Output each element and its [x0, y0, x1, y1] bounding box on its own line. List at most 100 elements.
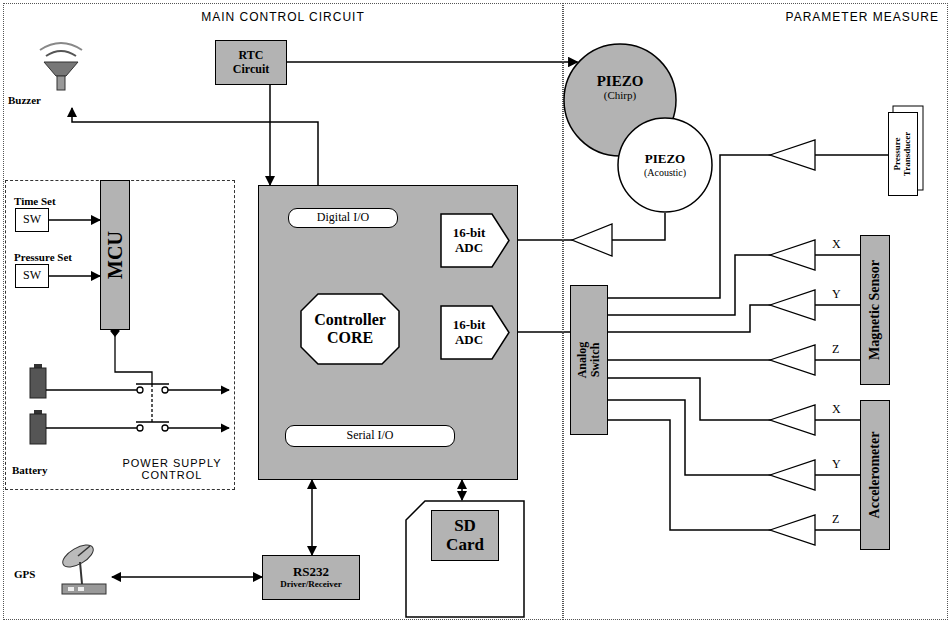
power-switch [46, 389, 137, 390]
power-switch [46, 427, 137, 428]
gps-antenna-icon [59, 541, 106, 594]
amplifier-symbol [770, 460, 815, 490]
adc-block-outline [441, 306, 509, 359]
connector [72, 108, 318, 185]
battery: Battery [12, 362, 67, 480]
node-label: GPS [14, 568, 35, 580]
adc-block: 16-bit ADC [440, 213, 510, 268]
gps: GPS [12, 540, 112, 602]
rtc-box: RTC Circuit [215, 40, 287, 85]
buzzer-icon [40, 43, 82, 90]
power-switch [162, 425, 168, 431]
adc-block: 16-bit ADC [440, 305, 510, 360]
node-label: PIEZO [597, 73, 644, 90]
piezo-circle-outline [618, 118, 712, 212]
node-label: Serial I/O [347, 429, 394, 442]
battery-cells [30, 364, 46, 444]
node-label: 16-bit ADC [446, 226, 492, 255]
sd-card-outline [406, 501, 524, 617]
controller-core: Controller CORE [300, 293, 400, 365]
node-label: Battery [12, 464, 47, 476]
node-label: Pressure Set [14, 251, 72, 263]
amplifier-symbol [770, 515, 815, 545]
buzzer-icon [46, 51, 76, 56]
amplifier-symbol [572, 224, 612, 256]
power-switch [137, 387, 143, 393]
connector [608, 378, 860, 420]
amplifier-symbol [770, 405, 815, 435]
node-label: Magnetic Sensor [867, 240, 882, 380]
node-sublabel: SW [23, 269, 41, 282]
node-label: POWER SUPPLY CONTROL [116, 457, 228, 481]
mcu-box: MCU [100, 180, 130, 330]
connector [311, 480, 313, 555]
connector [608, 305, 860, 332]
magnetic-sensor: Magnetic Sensor [860, 235, 890, 385]
connector [269, 85, 271, 185]
node-label: PIEZO [645, 152, 685, 166]
node-sublabel: (Acoustic) [644, 167, 686, 178]
connector [608, 359, 860, 361]
battery-cells [30, 368, 46, 398]
node-label: 16-bit ADC [446, 318, 492, 347]
axis-label: Y [830, 458, 843, 471]
battery-cells [34, 364, 42, 368]
connector [510, 331, 570, 333]
switch-box: Pressure SetSW [15, 264, 49, 288]
battery-cells [30, 414, 46, 444]
power-supply-region: POWER SUPPLY CONTROLTime SetSWPressure S… [5, 180, 235, 490]
node-label: PARAMETER MEASURE [786, 11, 939, 24]
node-sublabel: SW [23, 213, 41, 226]
power-switch [137, 425, 143, 431]
node-label: MCU [104, 195, 126, 315]
power-switch [151, 384, 152, 422]
parameter-measure-region: PARAMETER MEASUREPIEZO(Chirp)PIEZO(Acous… [563, 3, 948, 620]
power-switch [168, 389, 229, 390]
amplifier-symbol [770, 240, 815, 270]
gps-antenna-icon [68, 587, 74, 591]
node-label: Buzzer [8, 94, 41, 106]
analog-switch: Analog Switch [570, 285, 608, 435]
connector [608, 255, 860, 315]
adc-block-outline [441, 214, 509, 267]
piezo-circle: PIEZO(Acoustic) [617, 117, 713, 213]
node-label: Pressure Transducer [893, 118, 913, 190]
connector [49, 275, 100, 277]
gps-antenna-icon [78, 587, 84, 591]
power-switch [162, 387, 168, 393]
connector [461, 480, 463, 500]
power-switch [168, 427, 229, 428]
connector [608, 155, 888, 298]
axis-label: X [830, 238, 843, 251]
node-label: RS232 [293, 565, 329, 579]
node-label: RTC Circuit [225, 49, 277, 75]
sd-card: SD Card [405, 500, 525, 618]
buzzer-icon [40, 43, 82, 50]
controller-core-outline [301, 294, 399, 364]
axis-label: Y [830, 288, 843, 301]
node-label: SD Card [431, 510, 499, 561]
buzzer-icon [57, 76, 65, 90]
node-sublabel: (Chirp) [604, 89, 636, 101]
node-label: Digital I/O [317, 211, 369, 224]
connector [49, 219, 100, 221]
gps-antenna-icon [62, 584, 106, 594]
rs232-box: RS232Driver/Receiver [262, 555, 360, 600]
gps-antenna-icon [80, 562, 82, 584]
io-port: Digital I/O [288, 208, 398, 228]
controller-box: Digital I/O 16-bit ADC Controller CORE 16-b… [258, 185, 518, 480]
amplifier-symbol [770, 140, 815, 170]
node-label: Time Set [14, 195, 56, 207]
pressure-transducer: Pressure Transducer [888, 112, 918, 196]
gps-antenna-icon [78, 546, 90, 556]
node-label: Controller CORE [305, 311, 395, 346]
switch-box: Time SetSW [15, 208, 49, 232]
gps-antenna-icon [59, 541, 96, 572]
node-label: MAIN CONTROL CIRCUIT [4, 11, 562, 24]
connector [112, 576, 262, 578]
connector [608, 420, 860, 530]
buzzer: Buzzer [8, 46, 88, 108]
node-sublabel: Driver/Receiver [280, 580, 341, 590]
axis-label: X [830, 403, 843, 416]
